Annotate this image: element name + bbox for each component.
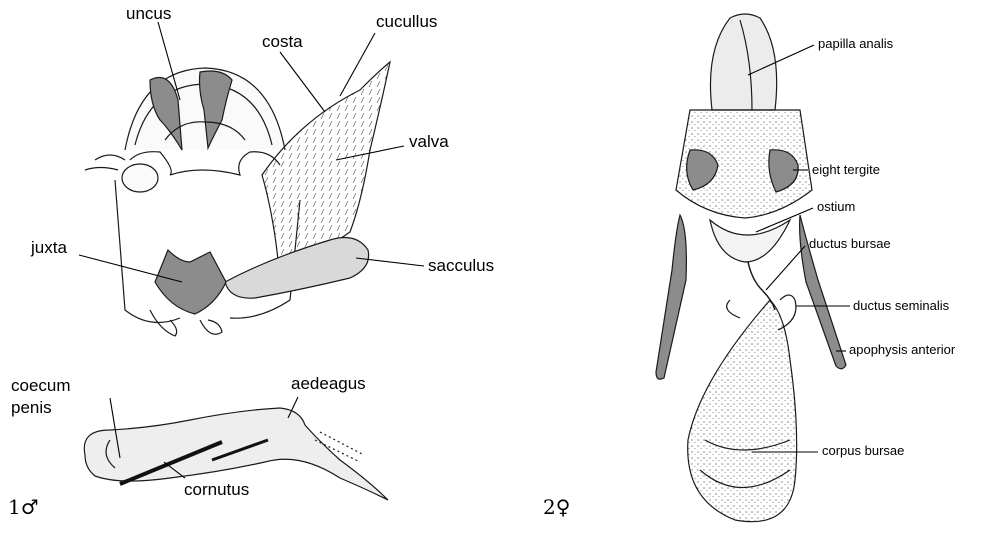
juxta [155,250,226,314]
label-ductus-seminalis: ductus seminalis [853,298,949,313]
label-juxta: juxta [31,238,67,258]
apophysis-anterior-left [656,215,686,379]
label-uncus: uncus [126,4,171,24]
corpus-bursae [688,300,797,522]
ostium [710,220,790,262]
label-papilla-analis: papilla analis [818,36,893,51]
label-costa: costa [262,32,303,52]
label-aedeagus: aedeagus [291,374,366,394]
papilla-analis [710,14,776,110]
male-genitalia [84,62,390,500]
figure-number-female: 2♀ [543,495,570,519]
label-corpus-bursae: corpus bursae [822,443,904,458]
label-valva: valva [409,132,449,152]
label-cornutus: cornutus [184,480,249,500]
label-sacculus: sacculus [428,256,494,276]
label-cucullus: cucullus [376,12,437,32]
label-ostium: ostium [817,199,855,214]
female-genitalia [656,14,846,522]
label-eight-tergite: eight tergite [812,162,880,177]
label-ductus-bursae: ductus bursae [809,236,891,251]
label-apophysis-anterior: apophysis anterior [849,342,955,357]
label-coecum-penis: coecum penis [11,375,71,419]
figure-number-male: 1♂ [8,495,39,519]
